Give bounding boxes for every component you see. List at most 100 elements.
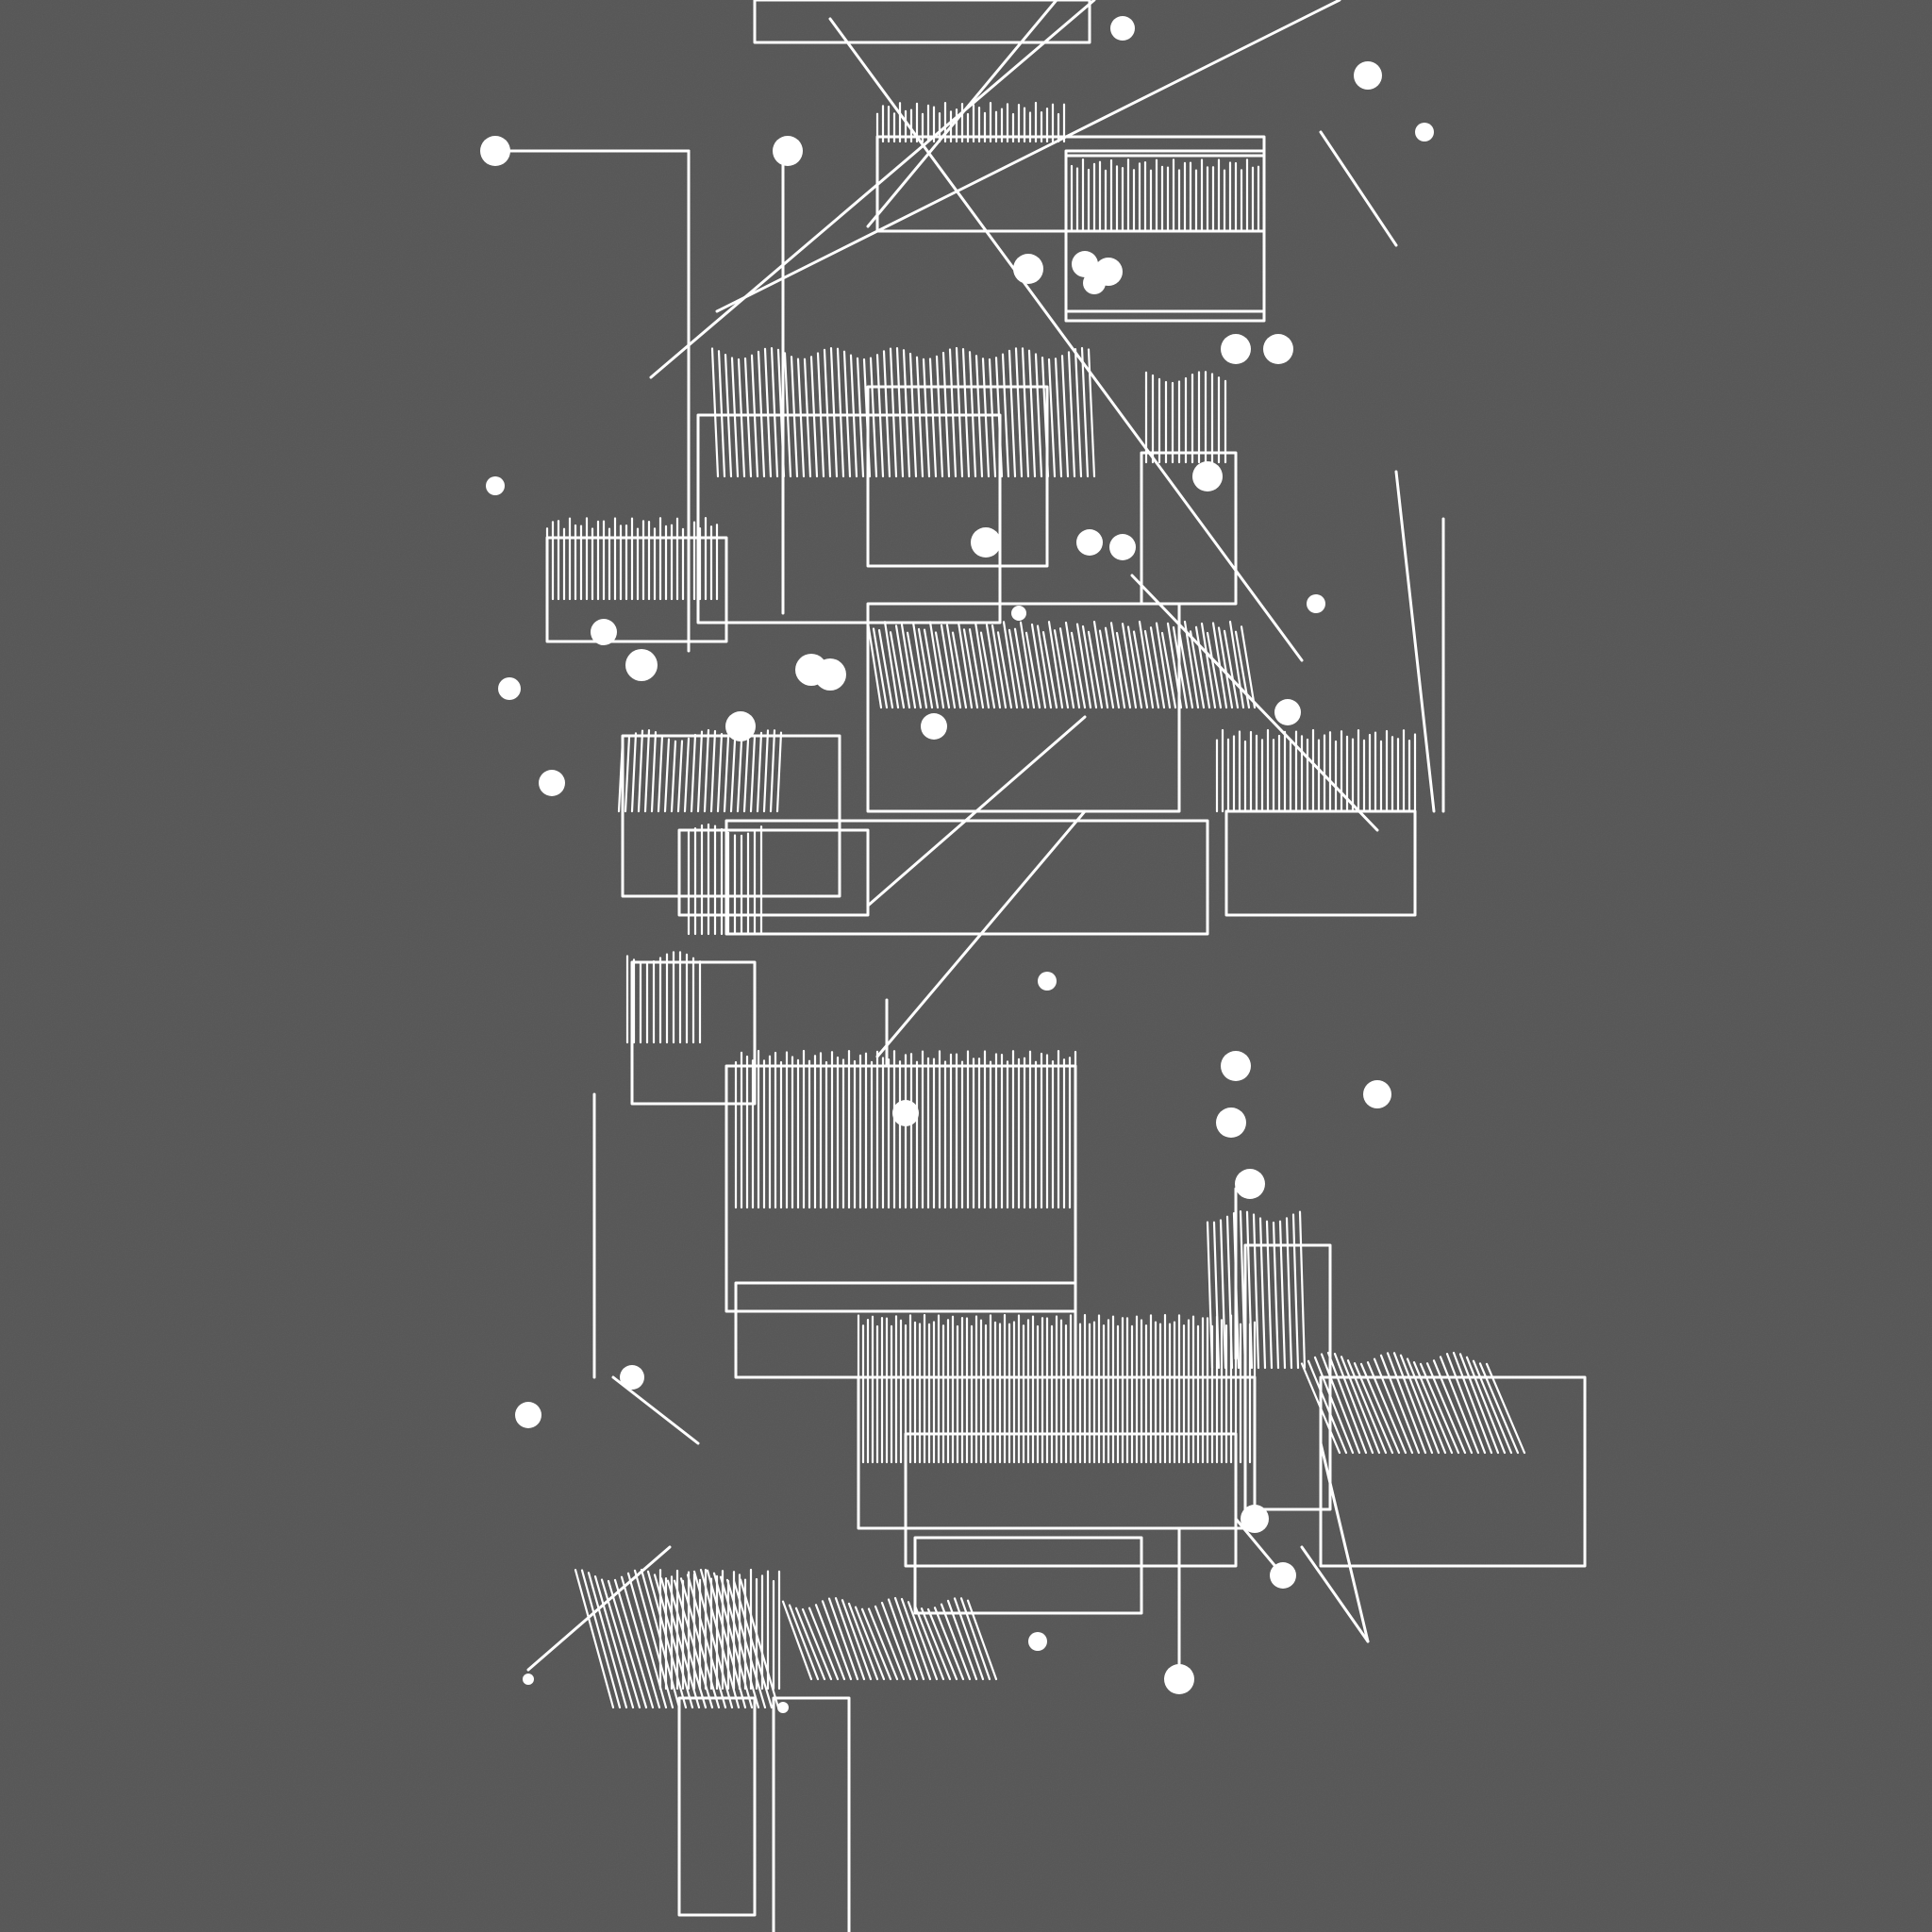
hatch-stroke <box>1366 1361 1407 1455</box>
hatch-stroke <box>1155 622 1172 709</box>
node-dot <box>773 136 803 166</box>
hatch-stroke <box>836 347 845 478</box>
node-dot <box>1028 1632 1047 1651</box>
hatch-stroke <box>1013 627 1030 709</box>
sketch-frame <box>1064 154 1266 323</box>
node-dot <box>1415 123 1434 142</box>
hatch-stroke <box>907 1601 939 1681</box>
hatch-stroke <box>737 358 746 478</box>
node-dot <box>777 1702 789 1713</box>
hatch-stroke <box>1432 1359 1474 1455</box>
hatch-stroke <box>827 1597 859 1681</box>
hatch-stroke <box>663 738 671 813</box>
hatch-stroke <box>860 1607 892 1681</box>
hatch-stroke <box>948 348 958 478</box>
hatch-stroke <box>941 351 951 478</box>
hatch-stroke <box>1053 629 1070 709</box>
hatch-stroke <box>953 1597 985 1681</box>
hatch-stroke <box>928 358 938 478</box>
hatch-stroke <box>1060 355 1070 478</box>
node-dot <box>1241 1505 1269 1533</box>
hatch-stroke <box>882 350 891 478</box>
hatch-stroke <box>637 729 644 813</box>
hatch-stroke <box>1472 1359 1513 1455</box>
node-dot <box>921 713 947 740</box>
hatch-stroke <box>783 352 792 478</box>
hatch-stroke <box>676 740 684 813</box>
hatch-stroke <box>756 731 763 813</box>
hatch-stroke <box>1001 353 1010 478</box>
hatch-stroke <box>1353 1362 1394 1455</box>
hatch-stroke <box>1272 1221 1280 1370</box>
hatch-stroke <box>613 1578 655 1709</box>
connector-line <box>1394 470 1436 813</box>
hatch-stroke <box>935 355 944 478</box>
hatch-stroke <box>1200 622 1217 709</box>
hatch-stroke <box>763 347 773 478</box>
hatch-stroke <box>1392 1352 1434 1455</box>
node-dot <box>591 619 617 645</box>
hatch-stroke <box>790 356 799 478</box>
hatch-stroke <box>683 737 691 813</box>
node-dot <box>1263 334 1293 364</box>
sketch-frame <box>753 0 1091 44</box>
hatch-stroke <box>900 624 917 709</box>
hatch-stroke <box>1121 623 1138 709</box>
hatch-stroke <box>617 739 625 813</box>
hatch-stroke <box>911 621 928 709</box>
hatch-stroke <box>607 1579 648 1709</box>
hatch-stroke <box>750 354 759 478</box>
hatch-stroke <box>917 627 934 709</box>
node-dot <box>498 677 521 700</box>
hatch-stroke <box>1138 620 1155 709</box>
hatch-stroke <box>1340 1356 1381 1455</box>
hatch-stroke <box>1115 631 1132 709</box>
hatch-stroke <box>1291 1213 1300 1370</box>
hatch-stroke <box>1058 627 1075 709</box>
node-dot <box>1192 461 1223 491</box>
connector-line <box>526 1545 672 1672</box>
hatch-stroke <box>849 354 858 478</box>
hatch-stroke <box>1240 625 1257 709</box>
hatch-stroke <box>724 353 733 478</box>
hatch-stroke <box>883 621 900 709</box>
hatch-stroke <box>920 1607 952 1681</box>
hatch-stroke <box>866 621 883 709</box>
hatch-stroke <box>696 730 704 813</box>
node-dot <box>1221 334 1251 364</box>
node-dot <box>1076 529 1103 556</box>
hatch-stroke <box>966 1599 998 1681</box>
sketch-frame <box>1319 1375 1587 1568</box>
hatch-stroke <box>994 357 1004 478</box>
hatch-stroke <box>906 631 923 709</box>
hatch-stroke <box>842 350 852 478</box>
hatch-stroke <box>1070 631 1087 709</box>
hatch-stroke <box>834 1597 866 1681</box>
hatch-stroke <box>1080 346 1090 478</box>
hatch-stroke <box>996 631 1013 709</box>
sketch-frame <box>1140 451 1238 606</box>
hatch-stroke <box>736 740 743 813</box>
hatch-stroke <box>743 357 753 478</box>
hatch-stroke <box>874 1605 906 1681</box>
hatch-stroke <box>1081 625 1098 709</box>
hatch-stroke <box>955 346 964 478</box>
hatch-stroke <box>1425 1362 1467 1455</box>
hatch-stroke <box>670 740 677 813</box>
hatch-stroke <box>1087 630 1104 709</box>
hatch-stroke <box>769 729 776 813</box>
sketch-frame <box>696 413 1002 625</box>
hatch-stroke <box>1346 1359 1388 1455</box>
hatch-stroke <box>803 358 812 478</box>
hatch-stroke <box>729 740 737 813</box>
hatch-stroke <box>1373 1357 1414 1455</box>
hatch-stroke <box>913 1605 945 1681</box>
hatch-stroke <box>1217 626 1234 709</box>
hatch-stroke <box>1143 629 1160 709</box>
hatch-stroke <box>979 631 996 709</box>
node-dot <box>1216 1108 1246 1138</box>
hatch-stroke <box>823 348 832 478</box>
hatch-stroke <box>893 1596 925 1681</box>
hatch-stroke <box>880 1601 912 1681</box>
